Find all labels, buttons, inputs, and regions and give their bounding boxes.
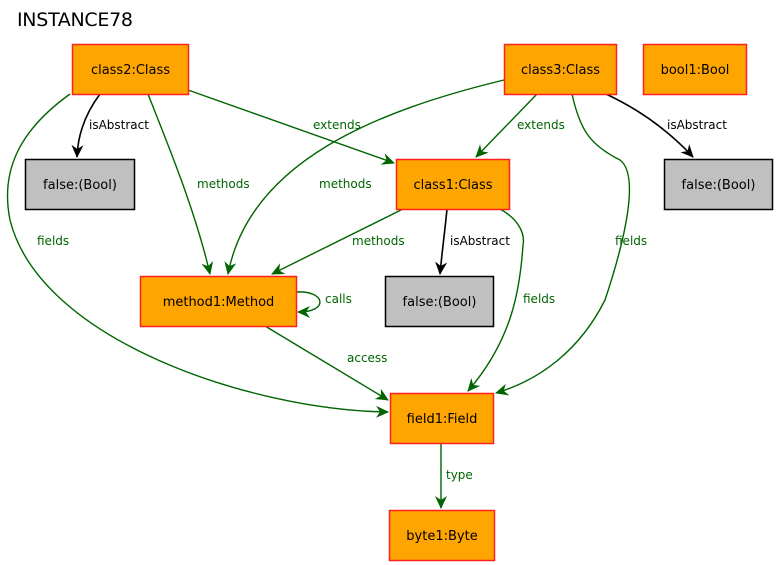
edge-label: extends [517,118,565,132]
edge-line [147,93,214,275]
node-label: byte1:Byte [406,529,477,544]
node-false_b[interactable]: false:(Bool) [384,275,495,328]
node-false_c[interactable]: false:(Bool) [663,158,774,211]
node-label: false:(Bool) [43,178,117,193]
edge-field1-type-byte1: type [435,443,473,509]
diagram-title: INSTANCE78 [17,9,133,31]
edge-class2-isAbstract-false_a: isAbstract [71,93,149,158]
object-box[interactable] [71,43,190,96]
edge-line [475,93,538,158]
node-label: class3:Class [521,63,600,78]
node-method1[interactable]: method1:Method [139,275,298,328]
edge-line [264,325,389,401]
object-box[interactable] [388,509,496,562]
value-box[interactable] [24,158,136,211]
edge-class1-fields-field1: fields [467,208,555,392]
edge-label: methods [197,177,250,191]
node-label: bool1:Bool [661,63,730,78]
edge-label: isAbstract [450,234,510,248]
edge-class3-methods-method1: methods [224,79,505,275]
edge-line [495,93,631,396]
edge-label: type [446,468,473,482]
edge-method1-access-field1: access [264,325,389,401]
edge-label: calls [325,292,352,306]
node-byte1[interactable]: byte1:Byte [388,509,496,562]
node-label: method1:Method [163,295,275,310]
edge-line [467,208,525,392]
edge-label: methods [319,177,372,191]
edge-class1-methods-method1: methods [271,208,405,275]
edge-label: isAbstract [89,118,149,132]
node-label: false:(Bool) [403,295,477,310]
node-false_a[interactable]: false:(Bool) [24,158,136,211]
edge-label: access [347,351,387,365]
edge-class3-fields-field1: fields [495,93,647,396]
edge-line [224,79,505,275]
value-box[interactable] [663,158,774,211]
edge-line [187,89,395,165]
node-field1[interactable]: field1:Field [389,392,495,445]
node-class2[interactable]: class2:Class [71,43,190,96]
edge-class2-methods-method1: methods [147,93,250,275]
node-class1[interactable]: class1:Class [395,158,511,211]
edge-class3-isAbstract-false_c: isAbstract [605,93,727,158]
object-box[interactable] [503,43,618,96]
edge-line [435,208,448,275]
object-box[interactable] [389,392,495,445]
edge-line [6,93,389,418]
edge-method1-calls-method1: calls [295,291,352,318]
edge-class2-fields-field1: fields [6,93,389,418]
edge-label: isAbstract [667,118,727,132]
edge-line [295,291,321,318]
object-box[interactable] [642,43,748,96]
node-class3[interactable]: class3:Class [503,43,618,96]
edge-label: fields [37,234,69,248]
edge-class2-extends-class1: extends [187,89,395,165]
edge-line [271,208,404,275]
edge-label: extends [313,118,361,132]
node-label: false:(Bool) [682,178,756,193]
edge-label: fields [615,234,647,248]
node-label: field1:Field [407,412,478,427]
node-bool1[interactable]: bool1:Bool [642,43,748,96]
edge-class3-extends-class1: extends [475,93,565,158]
edge-label: fields [523,292,555,306]
node-label: class2:Class [91,63,170,78]
edge-line [71,93,101,158]
node-label: class1:Class [413,178,492,193]
edge-label: methods [352,234,405,248]
value-box[interactable] [384,275,495,328]
edge-class1-isAbstract-false_b: isAbstract [435,208,510,275]
object-box[interactable] [395,158,511,211]
object-box[interactable] [139,275,298,328]
edge-line [605,93,694,158]
